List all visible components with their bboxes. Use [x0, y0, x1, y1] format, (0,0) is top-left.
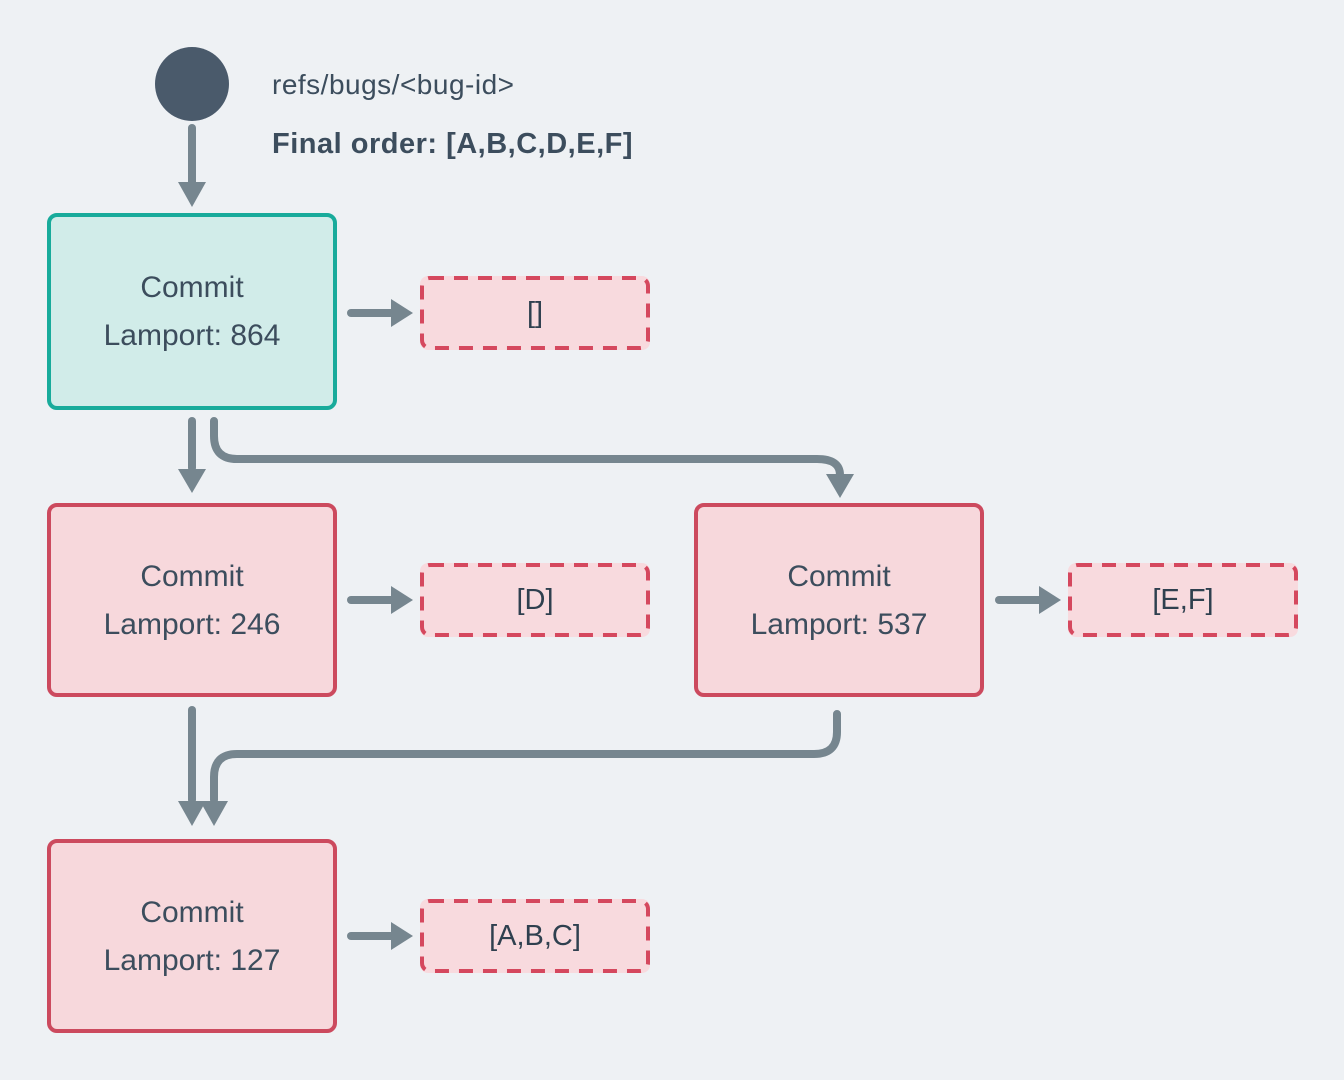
dashed-border	[420, 276, 650, 350]
dashed-border	[420, 899, 650, 973]
commit-node-127: Commit Lamport: 127	[47, 839, 337, 1033]
edge-246-to-127	[178, 706, 206, 826]
payload-box-ef: [E,F]	[1068, 563, 1298, 637]
edge-864-to-payload	[347, 299, 413, 327]
edge-246-to-payload	[347, 586, 413, 614]
edge-537-to-payload	[995, 586, 1061, 614]
payload-value: [D]	[516, 583, 554, 616]
payload-box-d: [D]	[420, 563, 650, 637]
commit-node-864: Commit Lamport: 864	[47, 213, 337, 410]
dashed-border	[420, 563, 650, 637]
payload-box-abc: [A,B,C]	[420, 899, 650, 973]
edge-ref-to-864	[178, 124, 206, 207]
edge-864-to-246	[178, 417, 206, 493]
commit-title: Commit	[140, 559, 244, 593]
dashed-border	[1068, 563, 1298, 637]
edge-127-to-payload	[347, 922, 413, 950]
commit-title: Commit	[140, 271, 244, 304]
commit-title: Commit	[787, 559, 891, 593]
commit-node-246: Commit Lamport: 246	[47, 503, 337, 697]
edge-864-to-537	[210, 417, 854, 498]
ref-node-circle	[155, 47, 229, 121]
ref-label: refs/bugs/<bug-id>	[272, 69, 515, 100]
commit-lamport: Lamport: 537	[750, 607, 928, 641]
payload-value: []	[526, 296, 544, 329]
payload-box-empty: []	[420, 276, 650, 350]
edge-537-to-127	[200, 710, 841, 826]
final-order-label: Final order: [A,B,C,D,E,F]	[272, 128, 633, 160]
payload-value: [E,F]	[1152, 583, 1214, 616]
commit-lamport: Lamport: 864	[103, 319, 281, 352]
payload-value: [A,B,C]	[489, 919, 581, 952]
commit-node-537: Commit Lamport: 537	[694, 503, 984, 697]
commit-title: Commit	[140, 895, 244, 929]
commit-lamport: Lamport: 127	[103, 943, 281, 977]
commit-lamport: Lamport: 246	[103, 607, 281, 641]
